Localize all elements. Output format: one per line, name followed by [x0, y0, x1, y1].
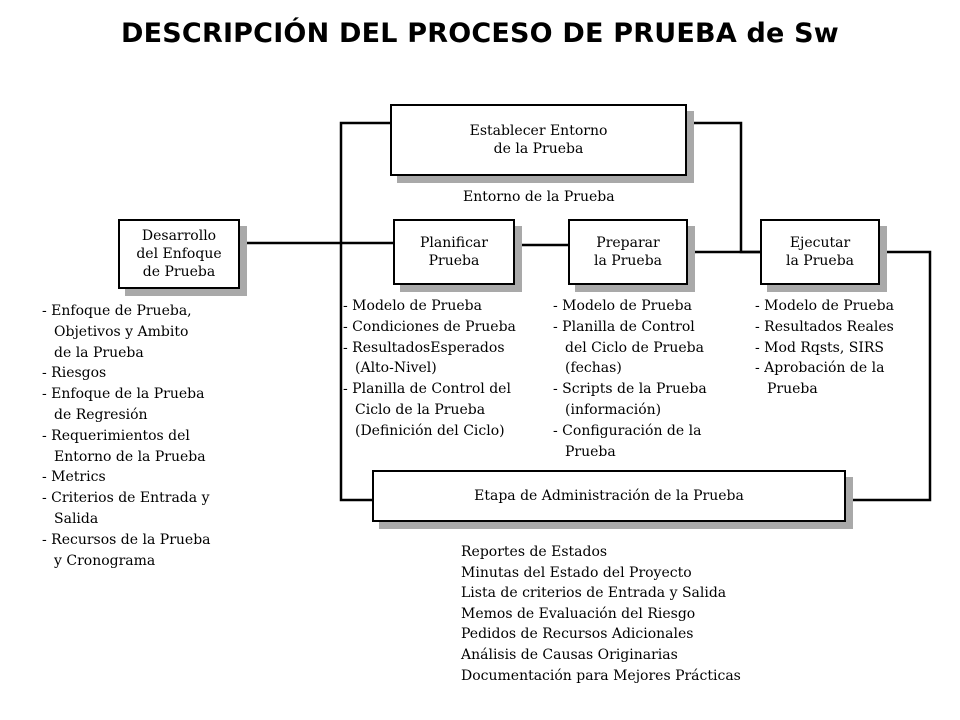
list-item: - Scripts de la Prueba	[553, 381, 707, 398]
box-ejecutar-prueba: Ejecutar la Prueba	[760, 219, 880, 285]
page-title: DESCRIPCIÓN DEL PROCESO DE PRUEBA de Sw	[121, 18, 839, 49]
list-administracion: Reportes de Estados Minutas del Estado d…	[461, 542, 741, 686]
list-item: - Condiciones de Prueba	[343, 318, 516, 335]
list-item: Prueba	[565, 443, 616, 460]
list-item: Objetivos y Ambito	[54, 323, 189, 340]
list-item: Prueba	[767, 381, 818, 398]
box-label: la Prueba	[594, 253, 662, 269]
list-item: - Mod Rqsts, SIRS	[755, 339, 885, 356]
list-item: - Configuración de la	[553, 422, 702, 439]
list-item: - Modelo de Prueba	[755, 298, 894, 314]
box-administracion-prueba: Etapa de Administración de la Prueba	[372, 470, 846, 522]
list-item: - Requerimientos del	[42, 427, 190, 444]
list-preparar: - Modelo de Prueba - Planilla de Control…	[553, 296, 707, 462]
list-item: Salida	[54, 510, 99, 527]
box-label: la Prueba	[786, 253, 854, 269]
list-item: - Resultados Reales	[755, 318, 894, 335]
box-label: del Enfoque	[136, 246, 222, 262]
list-item: - Riesgos	[42, 365, 107, 382]
list-item: - Modelo de Prueba	[553, 298, 692, 314]
list-item: del Ciclo de Prueba	[565, 339, 704, 356]
box-label: Etapa de Administración de la Prueba	[474, 488, 744, 504]
box-label: Preparar	[596, 235, 660, 251]
list-item: - Planilla de Control del	[343, 381, 511, 398]
box-label: Ejecutar	[789, 235, 851, 251]
list-planificar: - Modelo de Prueba - Condiciones de Prue…	[343, 296, 516, 442]
list-item: - Planilla de Control	[553, 318, 695, 335]
box-label: Establecer Entorno	[469, 123, 608, 139]
box-planificar-prueba: Planificar Prueba	[393, 219, 515, 285]
list-item: - Enfoque de la Prueba	[42, 386, 205, 403]
connector-ejecutar-admin	[846, 250, 932, 502]
list-ejecutar: - Modelo de Prueba - Resultados Reales -…	[755, 296, 894, 400]
list-item: Minutas del Estado del Proyecto	[461, 564, 692, 581]
list-item: - Enfoque de Prueba,	[42, 303, 192, 319]
list-item: - Modelo de Prueba	[343, 298, 482, 314]
box-label: Prueba	[428, 253, 480, 269]
list-item: - Criterios de Entrada y	[42, 490, 210, 507]
list-item: Documentación para Mejores Prácticas	[461, 667, 741, 684]
box-label: de Prueba	[142, 264, 216, 280]
list-item: - ResultadosEsperados	[343, 339, 505, 356]
list-item: (Definición del Ciclo)	[355, 422, 505, 439]
box-establecer-entorno: Establecer Entorno de la Prueba	[390, 104, 687, 176]
list-desarrollo: - Enfoque de Prueba, Objetivos y Ambito …	[42, 301, 211, 571]
list-item: - Aprobación de la	[755, 360, 885, 377]
list-item: Pedidos de Recursos Adicionales	[461, 626, 694, 643]
connector-establecer-left	[339, 121, 390, 502]
list-item: (información)	[565, 401, 662, 418]
entorno-label: Entorno de la Prueba	[463, 189, 615, 205]
box-label: Planificar	[420, 235, 488, 251]
list-item: Reportes de Estados	[461, 544, 608, 560]
box-label: de la Prueba	[493, 141, 584, 157]
list-item: Lista de criterios de Entrada y Salida	[461, 585, 727, 602]
list-item: (Alto-Nivel)	[355, 360, 437, 377]
list-item: Entorno de la Prueba	[54, 448, 206, 465]
list-item: de Regresión	[54, 406, 148, 423]
list-item: (fechas)	[565, 360, 622, 377]
list-item: Memos de Evaluación del Riesgo	[461, 605, 696, 622]
box-desarrollo-enfoque: Desarrollo del Enfoque de Prueba	[118, 219, 240, 289]
list-item: Ciclo de la Prueba	[355, 401, 486, 418]
list-item: de la Prueba	[54, 344, 144, 361]
connector-establecer-right	[687, 121, 760, 254]
box-label: Desarrollo	[141, 228, 217, 244]
list-item: y Cronograma	[54, 552, 156, 569]
box-preparar-prueba: Preparar la Prueba	[568, 219, 688, 285]
list-item: Análisis de Causas Originarias	[461, 646, 678, 663]
list-item: - Metrics	[42, 469, 106, 486]
list-item: - Recursos de la Prueba	[42, 531, 211, 548]
